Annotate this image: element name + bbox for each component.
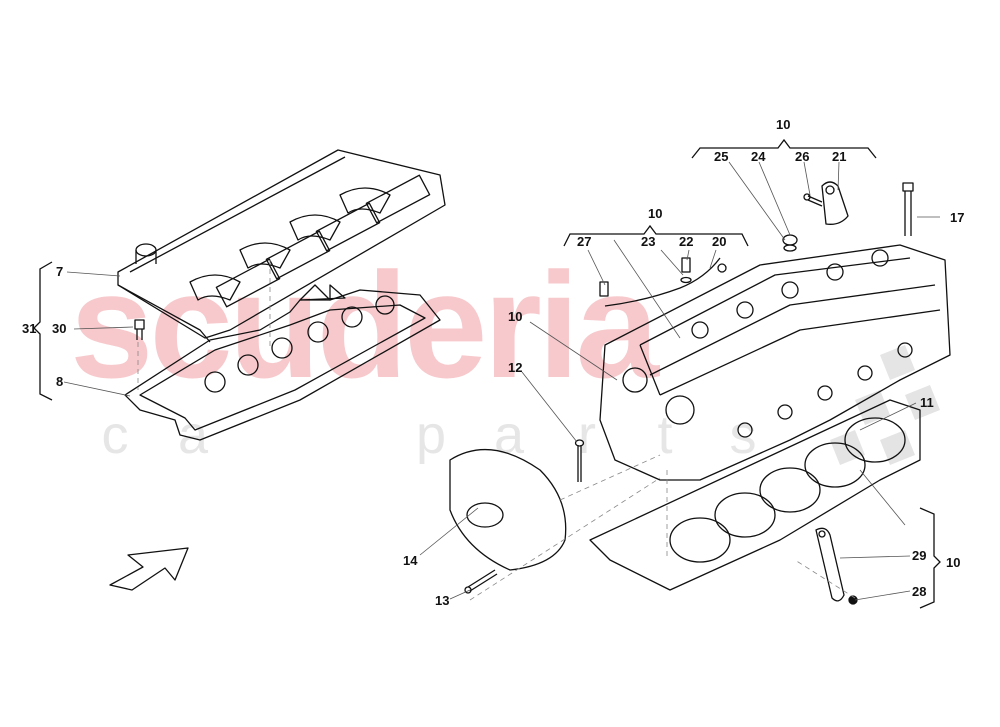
head-bolt-part-12 xyxy=(574,439,585,482)
callout-30: 30 xyxy=(52,321,67,336)
seal-ring-part-25 xyxy=(783,244,797,252)
stud-part-17 xyxy=(902,182,914,236)
callout-10-right: 10 xyxy=(946,555,961,570)
screw-part-30 xyxy=(134,319,145,340)
callout-21: 21 xyxy=(832,149,847,164)
callout-31: 31 xyxy=(22,321,37,336)
callout-22: 22 xyxy=(679,234,694,249)
cover-gasket-part-8 xyxy=(124,284,441,441)
screw-part-27 xyxy=(599,281,609,297)
bracket-part-21 xyxy=(821,181,849,225)
seal-ring-part-23 xyxy=(680,276,692,284)
plug-part-24 xyxy=(782,234,798,246)
bracket-group-10-right xyxy=(919,507,941,609)
cylinder-head-part-10 xyxy=(599,244,951,481)
callout-25: 25 xyxy=(714,149,729,164)
head-gasket-part-11 xyxy=(589,399,921,591)
callout-14: 14 xyxy=(403,553,418,568)
callout-27: 27 xyxy=(577,234,592,249)
leader-lines xyxy=(63,161,940,601)
callout-10-left: 10 xyxy=(508,309,523,324)
watermark-scuderia: scuderia xyxy=(70,241,659,409)
callout-13: 13 xyxy=(435,593,450,608)
callout-26: 26 xyxy=(795,149,810,164)
callout-17: 17 xyxy=(950,210,965,225)
banjo-bolt-part-22 xyxy=(681,257,691,273)
callout-10-top: 10 xyxy=(776,117,791,132)
callout-29: 29 xyxy=(912,548,927,563)
checkered-flag-watermark xyxy=(830,345,940,465)
callout-23: 23 xyxy=(641,234,656,249)
bracket-group-10-top xyxy=(691,138,877,159)
bolt-part-13 xyxy=(464,569,498,594)
group-brackets xyxy=(33,138,941,609)
callout-8: 8 xyxy=(56,374,64,389)
callout-11: 11 xyxy=(920,395,934,410)
callout-12: 12 xyxy=(508,360,523,375)
bracket-group-10-mid xyxy=(563,224,749,247)
projection-lines xyxy=(137,260,856,601)
valve-cover-part-7 xyxy=(117,149,446,343)
front-direction-arrow-icon xyxy=(109,547,189,591)
callout-20: 20 xyxy=(712,234,727,249)
bracket-group-31 xyxy=(33,261,53,401)
callout-28: 28 xyxy=(912,584,927,599)
screw-part-26 xyxy=(803,193,823,207)
oil-line-part-20 xyxy=(604,257,727,307)
callout-7: 7 xyxy=(56,264,64,279)
callout-24: 24 xyxy=(751,149,766,164)
callout-10-mid: 10 xyxy=(648,206,663,221)
bracket-part-29 xyxy=(815,527,845,602)
end-cover-part-14 xyxy=(449,449,567,571)
